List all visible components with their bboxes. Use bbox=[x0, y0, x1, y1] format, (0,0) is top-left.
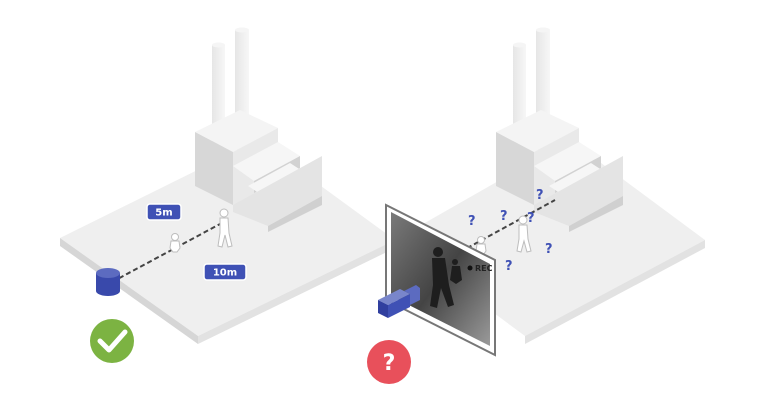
question-mark-icon: ? bbox=[500, 209, 508, 224]
video-screen-panel: REC bbox=[385, 203, 496, 357]
screen-figure-icon bbox=[430, 247, 462, 308]
distance-label-5m: 5m bbox=[146, 203, 182, 221]
rec-indicator-icon bbox=[467, 265, 473, 271]
person-far bbox=[217, 208, 233, 248]
left-factory bbox=[195, 27, 322, 232]
camera-sight-line bbox=[459, 199, 556, 253]
cylinder-sensor-icon bbox=[96, 268, 120, 296]
question-mark-icon: ? bbox=[505, 259, 513, 274]
question-mark-icon: ? bbox=[527, 211, 535, 226]
left-scene: 5m 10m bbox=[60, 27, 395, 363]
question-badge-icon: ? bbox=[367, 340, 411, 384]
checkmark-icon bbox=[90, 319, 134, 363]
distance-line bbox=[111, 223, 221, 283]
question-mark-icon: ? bbox=[536, 188, 544, 203]
right-factory bbox=[496, 27, 623, 232]
right-scene: ? ? ? ? ? ? REC bbox=[367, 27, 705, 384]
question-mark-icon: ? bbox=[468, 214, 476, 229]
video-camera-icon bbox=[378, 285, 420, 318]
person-near bbox=[169, 233, 181, 253]
svg-text:5m: 5m bbox=[155, 208, 172, 219]
svg-text:?: ? bbox=[383, 351, 396, 376]
distance-label-10m: 10m bbox=[203, 263, 247, 281]
question-mark-icon: ? bbox=[545, 242, 553, 257]
svg-text:10m: 10m bbox=[213, 268, 237, 279]
person-far-right bbox=[516, 215, 532, 253]
rec-label: REC bbox=[475, 264, 493, 273]
